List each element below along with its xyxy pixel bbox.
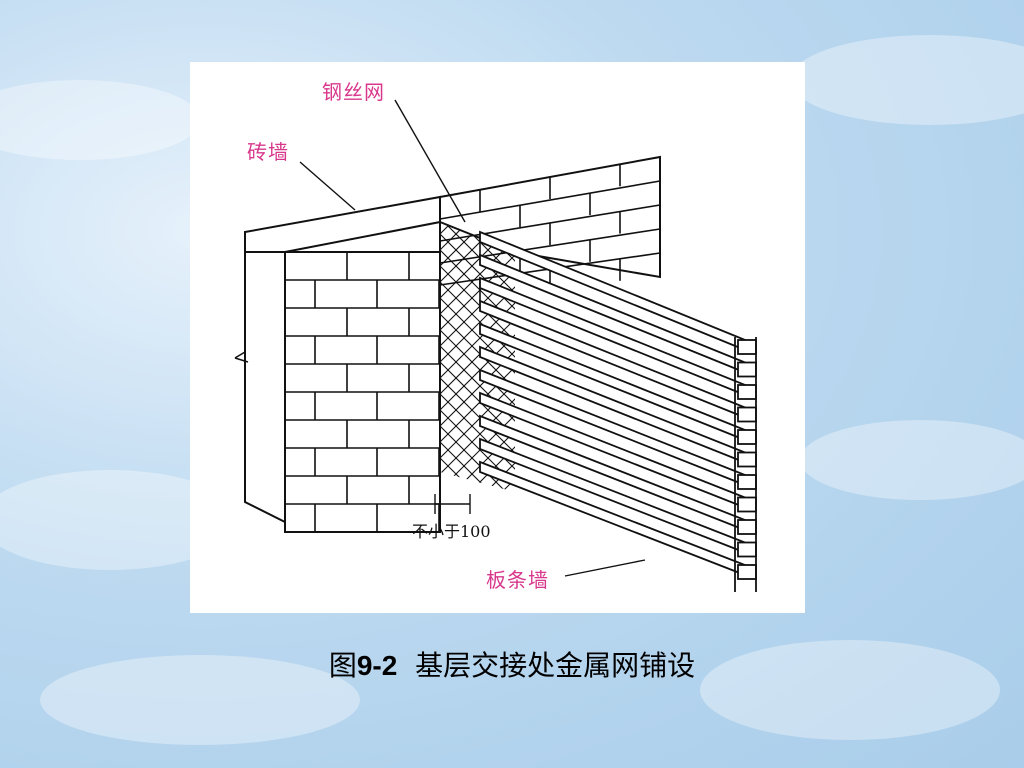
lath-wall-leader <box>564 559 646 577</box>
caption-text: 基层交接处金属网铺设 <box>415 649 696 682</box>
brick-wall-side-face <box>244 251 286 524</box>
steel-mesh-leader <box>394 99 466 223</box>
figure-caption: 图9-2 基层交接处金属网铺设 <box>0 644 1024 684</box>
lath-wall-label: 板条墙 <box>486 568 549 592</box>
min-overlap-label: 不小于100 <box>412 522 491 541</box>
dimension-marker <box>434 494 471 514</box>
lath-boards <box>479 230 757 592</box>
steel-mesh-label: 钢丝网 <box>322 80 385 104</box>
back-brick-wall <box>439 155 661 279</box>
figure-panel: 钢丝网 砖墙 不小于100 板条墙 <box>190 62 805 613</box>
brick-wall-label: 砖墙 <box>247 140 289 164</box>
corner-diagram <box>234 99 757 592</box>
brick-wall-leader <box>299 161 356 211</box>
caption-number: 9-2 <box>356 650 398 681</box>
caption-prefix: 图 <box>328 649 357 682</box>
brick-wall-top <box>244 195 441 253</box>
